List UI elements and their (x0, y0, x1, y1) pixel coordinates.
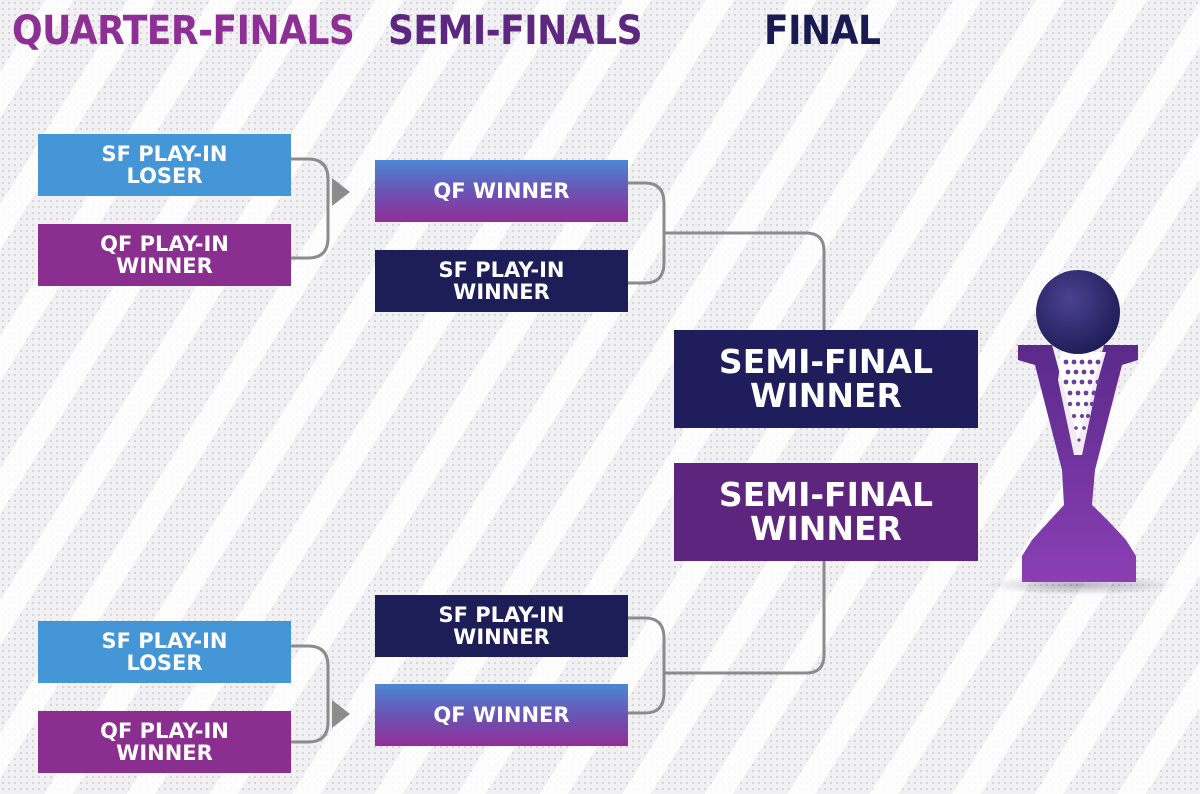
sf-bottom-qf-winner: QF WINNER (375, 684, 628, 746)
header-quarter-finals: QUARTER-FINALS (12, 8, 355, 54)
connector-sf-bottom (628, 616, 666, 715)
arrow-qf-bottom (332, 700, 350, 728)
sf-top-qf-winner: QF WINNER (375, 160, 628, 222)
sf-top-sf-play-in-winner: SF PLAY-IN WINNER (375, 250, 628, 312)
qf-bottom-sf-play-in-loser: SF PLAY-IN LOSER (38, 621, 291, 683)
header-final: FINAL (764, 8, 881, 54)
final-semi-final-winner-top: SEMI-FINAL WINNER (674, 330, 978, 428)
qf-top-sf-play-in-loser: SF PLAY-IN LOSER (38, 134, 291, 196)
sf-bottom-sf-play-in-winner: SF PLAY-IN WINNER (375, 595, 628, 657)
connector-qf-bottom (291, 644, 330, 744)
header-semi-finals: SEMI-FINALS (388, 8, 643, 54)
connector-sf-bottom-to-final (664, 561, 826, 675)
qf-top-qf-play-in-winner: QF PLAY-IN WINNER (38, 224, 291, 286)
qf-bottom-qf-play-in-winner: QF PLAY-IN WINNER (38, 711, 291, 773)
final-semi-final-winner-bottom: SEMI-FINAL WINNER (674, 463, 978, 561)
connector-qf-top (291, 157, 330, 260)
connector-sf-top-to-final (664, 231, 826, 330)
arrow-qf-top (332, 178, 350, 206)
